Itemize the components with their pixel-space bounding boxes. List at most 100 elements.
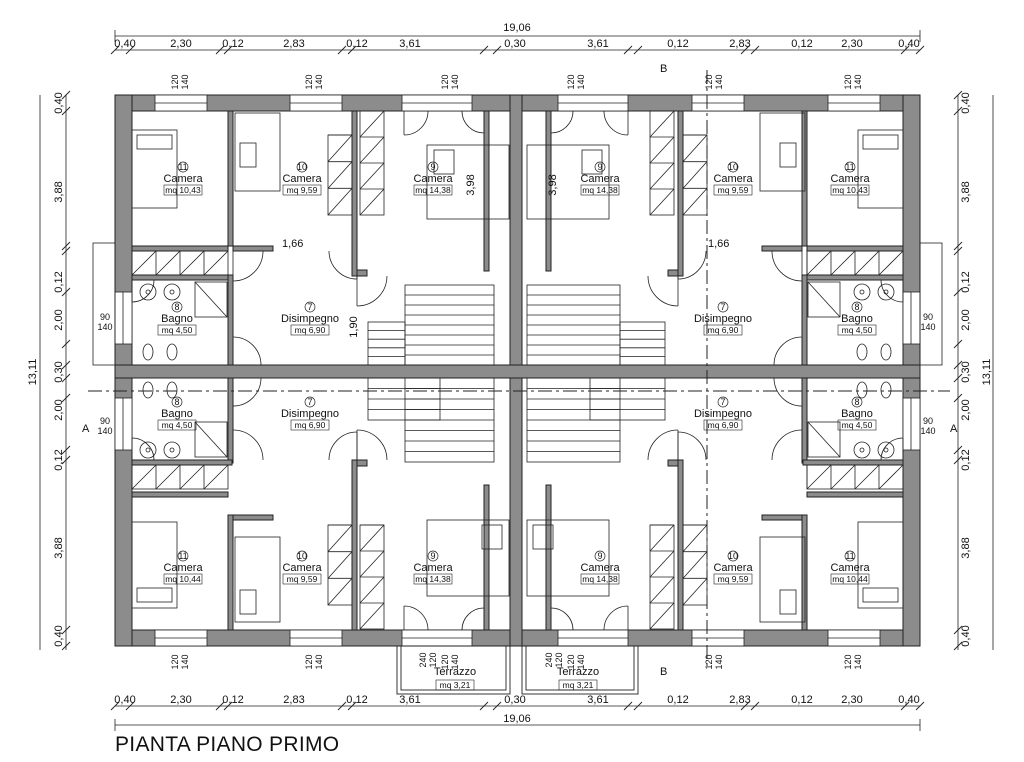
- stair-flight: [367, 321, 406, 366]
- door-swing: [403, 605, 429, 631]
- wardrobe-hanger: [682, 161, 708, 189]
- room-number-circle: [717, 301, 729, 313]
- room-area-box: [703, 419, 743, 431]
- terrace-area-box: [558, 679, 598, 691]
- right-dim-label: 0,12: [960, 271, 972, 292]
- bottom-dim-label: 0,30: [504, 694, 525, 706]
- wardrobe-hanger: [359, 162, 385, 190]
- dim-tick: [61, 339, 71, 349]
- window-bottom-label: 140: [180, 654, 190, 669]
- room-area: mq 4,50: [842, 325, 873, 335]
- room-area: mq 4,50: [842, 420, 873, 430]
- sink-drain: [145, 289, 151, 295]
- bottom-dim-label: 2,30: [841, 694, 862, 706]
- top-dim-label: 3,61: [399, 38, 420, 50]
- top-dim-label: 2,83: [729, 38, 750, 50]
- pillow: [532, 524, 554, 550]
- door-swing: [328, 431, 358, 461]
- toilet: [880, 343, 892, 361]
- room-number-circle: [177, 161, 189, 173]
- overall-depth-right: 13,11: [981, 359, 993, 386]
- dim-tick: [61, 90, 71, 100]
- room-area: mq 14,38: [582, 185, 618, 195]
- dim-tick: [953, 246, 963, 256]
- window-top-label: 120: [566, 74, 576, 89]
- room-number-circle: [851, 301, 863, 313]
- right-dim-label: 2,00: [960, 399, 972, 420]
- room-name: Camera: [282, 173, 322, 185]
- shower-tray: [807, 421, 841, 458]
- room-area-box: [157, 419, 197, 431]
- window-bottom-label: 140: [714, 74, 724, 89]
- terrace-window-label: 240: [544, 652, 554, 667]
- bottom-dim-label: 0,12: [667, 694, 688, 706]
- right-dim-label: 3,88: [960, 537, 972, 558]
- dimension-lines: [39, 30, 994, 731]
- bed-width-left: 3,98: [465, 174, 477, 195]
- dim-tick: [61, 641, 71, 651]
- room-number-circle: [594, 161, 606, 173]
- pillow: [862, 587, 899, 603]
- top-dim-label: 0,12: [667, 38, 688, 50]
- wardrobe-hanger: [649, 576, 675, 604]
- corridor-width-left: 1,66: [282, 238, 303, 250]
- room-name: Camera: [580, 173, 620, 185]
- pillow: [136, 587, 173, 603]
- room-area: mq 10,43: [165, 185, 201, 195]
- room-area-box: [157, 324, 197, 336]
- shower-tray: [194, 281, 228, 318]
- room-number: 9: [430, 162, 435, 172]
- room-number-circle: [717, 396, 729, 408]
- top-dim-label: 0,12: [346, 38, 367, 50]
- room-area-box: [580, 184, 620, 196]
- room-number: 8: [174, 397, 179, 407]
- door-swing: [773, 377, 803, 407]
- room-number-circle: [296, 550, 308, 562]
- section-b-bottom: B: [660, 666, 667, 678]
- door-swing: [461, 607, 485, 631]
- room-name: Camera: [163, 173, 203, 185]
- right-dim-label: 3,88: [960, 181, 972, 202]
- room-number: 10: [297, 162, 307, 172]
- wardrobe-hanger: [854, 250, 880, 276]
- room-area-box: [163, 184, 203, 196]
- dim-tick: [740, 45, 750, 55]
- room-number: 10: [297, 551, 307, 561]
- door-swing: [603, 605, 629, 631]
- room-area-box: [713, 184, 753, 196]
- room-area-box: [282, 573, 322, 585]
- shower-diagonal: [194, 421, 228, 458]
- bed: [526, 519, 610, 597]
- window-top-label: 120: [440, 654, 450, 669]
- room-number: 8: [854, 302, 859, 312]
- section-b-top: B: [660, 63, 667, 75]
- sink-basin: [877, 283, 895, 301]
- room-area-box: [837, 324, 877, 336]
- wardrobe-hanger: [649, 136, 675, 164]
- door-swing: [771, 250, 803, 282]
- toilet: [142, 343, 154, 361]
- wardrobe-hanger: [179, 464, 205, 490]
- dim-tick: [61, 241, 71, 251]
- door-swing: [131, 437, 155, 461]
- left-dim-label: 0,12: [53, 271, 65, 292]
- dim-tick: [900, 701, 910, 711]
- wardrobe-hanger: [131, 250, 157, 276]
- door-swing: [677, 250, 707, 280]
- room-number-circle: [427, 550, 439, 562]
- terrace-area: mq 3,21: [563, 680, 594, 690]
- pillow: [581, 149, 603, 175]
- top-dim-label: 2,30: [841, 38, 862, 50]
- bed: [131, 521, 178, 609]
- side-window-bottom-label: 140: [97, 322, 112, 332]
- room-number: 11: [178, 162, 187, 172]
- door-swing: [232, 336, 262, 366]
- room-area: mq 6,90: [708, 325, 739, 335]
- dim-tick: [110, 701, 120, 711]
- wardrobe-hanger: [830, 250, 856, 276]
- wardrobe-hanger: [878, 464, 904, 490]
- dim-tick: [347, 701, 357, 711]
- dim-tick: [953, 445, 963, 455]
- dim-tick: [215, 701, 225, 711]
